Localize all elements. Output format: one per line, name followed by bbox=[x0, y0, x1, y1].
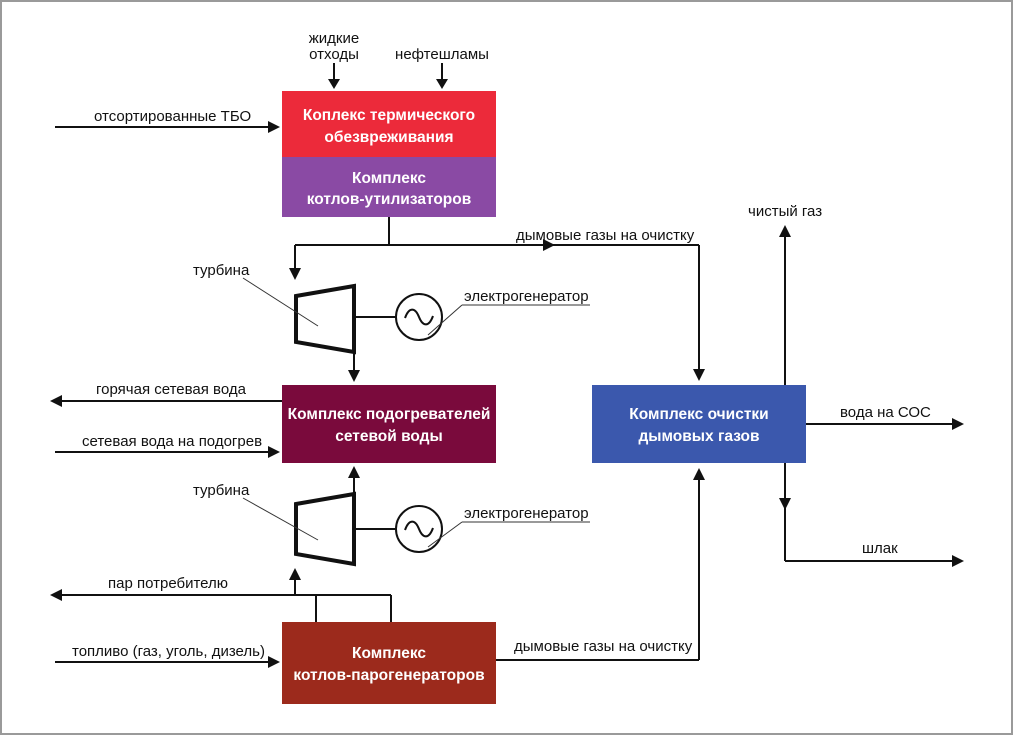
gas-cleaning-line1: Комплекс очистки bbox=[629, 406, 768, 423]
steam-boilers-box: Комплекс котлов-парогенераторов bbox=[282, 622, 496, 704]
water-heating-label: сетевая вода на подогрев bbox=[82, 433, 262, 450]
water-heaters-line2: сетевой воды bbox=[335, 428, 443, 445]
steam-boiler-outputs: пар потребителю bbox=[50, 568, 392, 622]
turbine-to-heaters bbox=[348, 352, 360, 382]
thermal-complex-line1: Коплекс термического bbox=[303, 107, 475, 124]
oil-sludge-input: нефтешламы bbox=[395, 46, 489, 89]
fuel-label: топливо (газ, уголь, дизель) bbox=[72, 643, 265, 660]
turbine-top: турбина bbox=[193, 262, 356, 355]
waste-heat-boilers-box: Комплекс котлов-утилизаторов bbox=[282, 157, 496, 217]
thermal-complex-line2: обезвреживания bbox=[324, 129, 453, 146]
oil-sludge-label: нефтешламы bbox=[395, 46, 489, 63]
flue-gas-bottom-label: дымовые газы на очистку bbox=[514, 638, 693, 655]
generator-top-label: электрогенератор bbox=[464, 288, 589, 305]
steam-boilers-line1: Комплекс bbox=[352, 645, 426, 662]
sorted-msw-input: отсортированные ТБО bbox=[55, 108, 280, 133]
turbine-bottom-label: турбина bbox=[193, 482, 250, 499]
water-heaters-box: Комплекс подогревателей сетевой воды bbox=[282, 385, 496, 463]
waste-heat-boilers-line2: котлов-утилизаторов bbox=[307, 191, 472, 208]
clean-gas-output: чистый газ bbox=[748, 203, 822, 385]
generator-top: электрогенератор bbox=[354, 288, 590, 341]
generator-bottom-label: электрогенератор bbox=[464, 505, 589, 522]
water-heaters-line1: Комплекс подогревателей bbox=[288, 406, 491, 423]
hot-water-label: горячая сетевая вода bbox=[96, 381, 247, 398]
water-heating-input: сетевая вода на подогрев bbox=[55, 433, 280, 458]
water-output-label: вода на СОС bbox=[840, 404, 931, 421]
liquid-waste-input: жидкие отходы bbox=[309, 30, 359, 89]
liquid-waste-label-2: отходы bbox=[309, 46, 359, 63]
liquid-waste-label-1: жидкие bbox=[309, 30, 359, 47]
hot-water-output: горячая сетевая вода bbox=[50, 381, 282, 407]
slag-label: шлак bbox=[862, 540, 898, 557]
sorted-msw-label: отсортированные ТБО bbox=[94, 108, 251, 125]
turbine-top-label: турбина bbox=[193, 262, 250, 279]
waste-heat-boilers-line1: Комплекс bbox=[352, 170, 426, 187]
thermal-complex-box: Коплекс термического обезвреживания bbox=[282, 91, 496, 157]
steam-consumer-label: пар потребителю bbox=[108, 575, 228, 592]
gas-cleaning-line2: дымовых газов bbox=[638, 428, 759, 445]
gas-cleaning-box: Комплекс очистки дымовых газов bbox=[592, 385, 806, 463]
clean-gas-label: чистый газ bbox=[748, 203, 822, 220]
flue-gas-bottom-line: дымовые газы на очистку bbox=[496, 468, 705, 661]
flue-gas-top-label: дымовые газы на очистку bbox=[516, 227, 695, 244]
turbine-bottom: турбина bbox=[193, 482, 356, 567]
fuel-input: топливо (газ, уголь, дизель) bbox=[55, 643, 280, 668]
water-output: вода на СОС bbox=[806, 404, 964, 430]
steam-boilers-line2: котлов-парогенераторов bbox=[293, 667, 484, 684]
top-steam-lines: дымовые газы на очистку bbox=[289, 217, 705, 381]
slag-output: шлак bbox=[779, 463, 964, 567]
generator-bottom: электрогенератор bbox=[354, 505, 590, 553]
